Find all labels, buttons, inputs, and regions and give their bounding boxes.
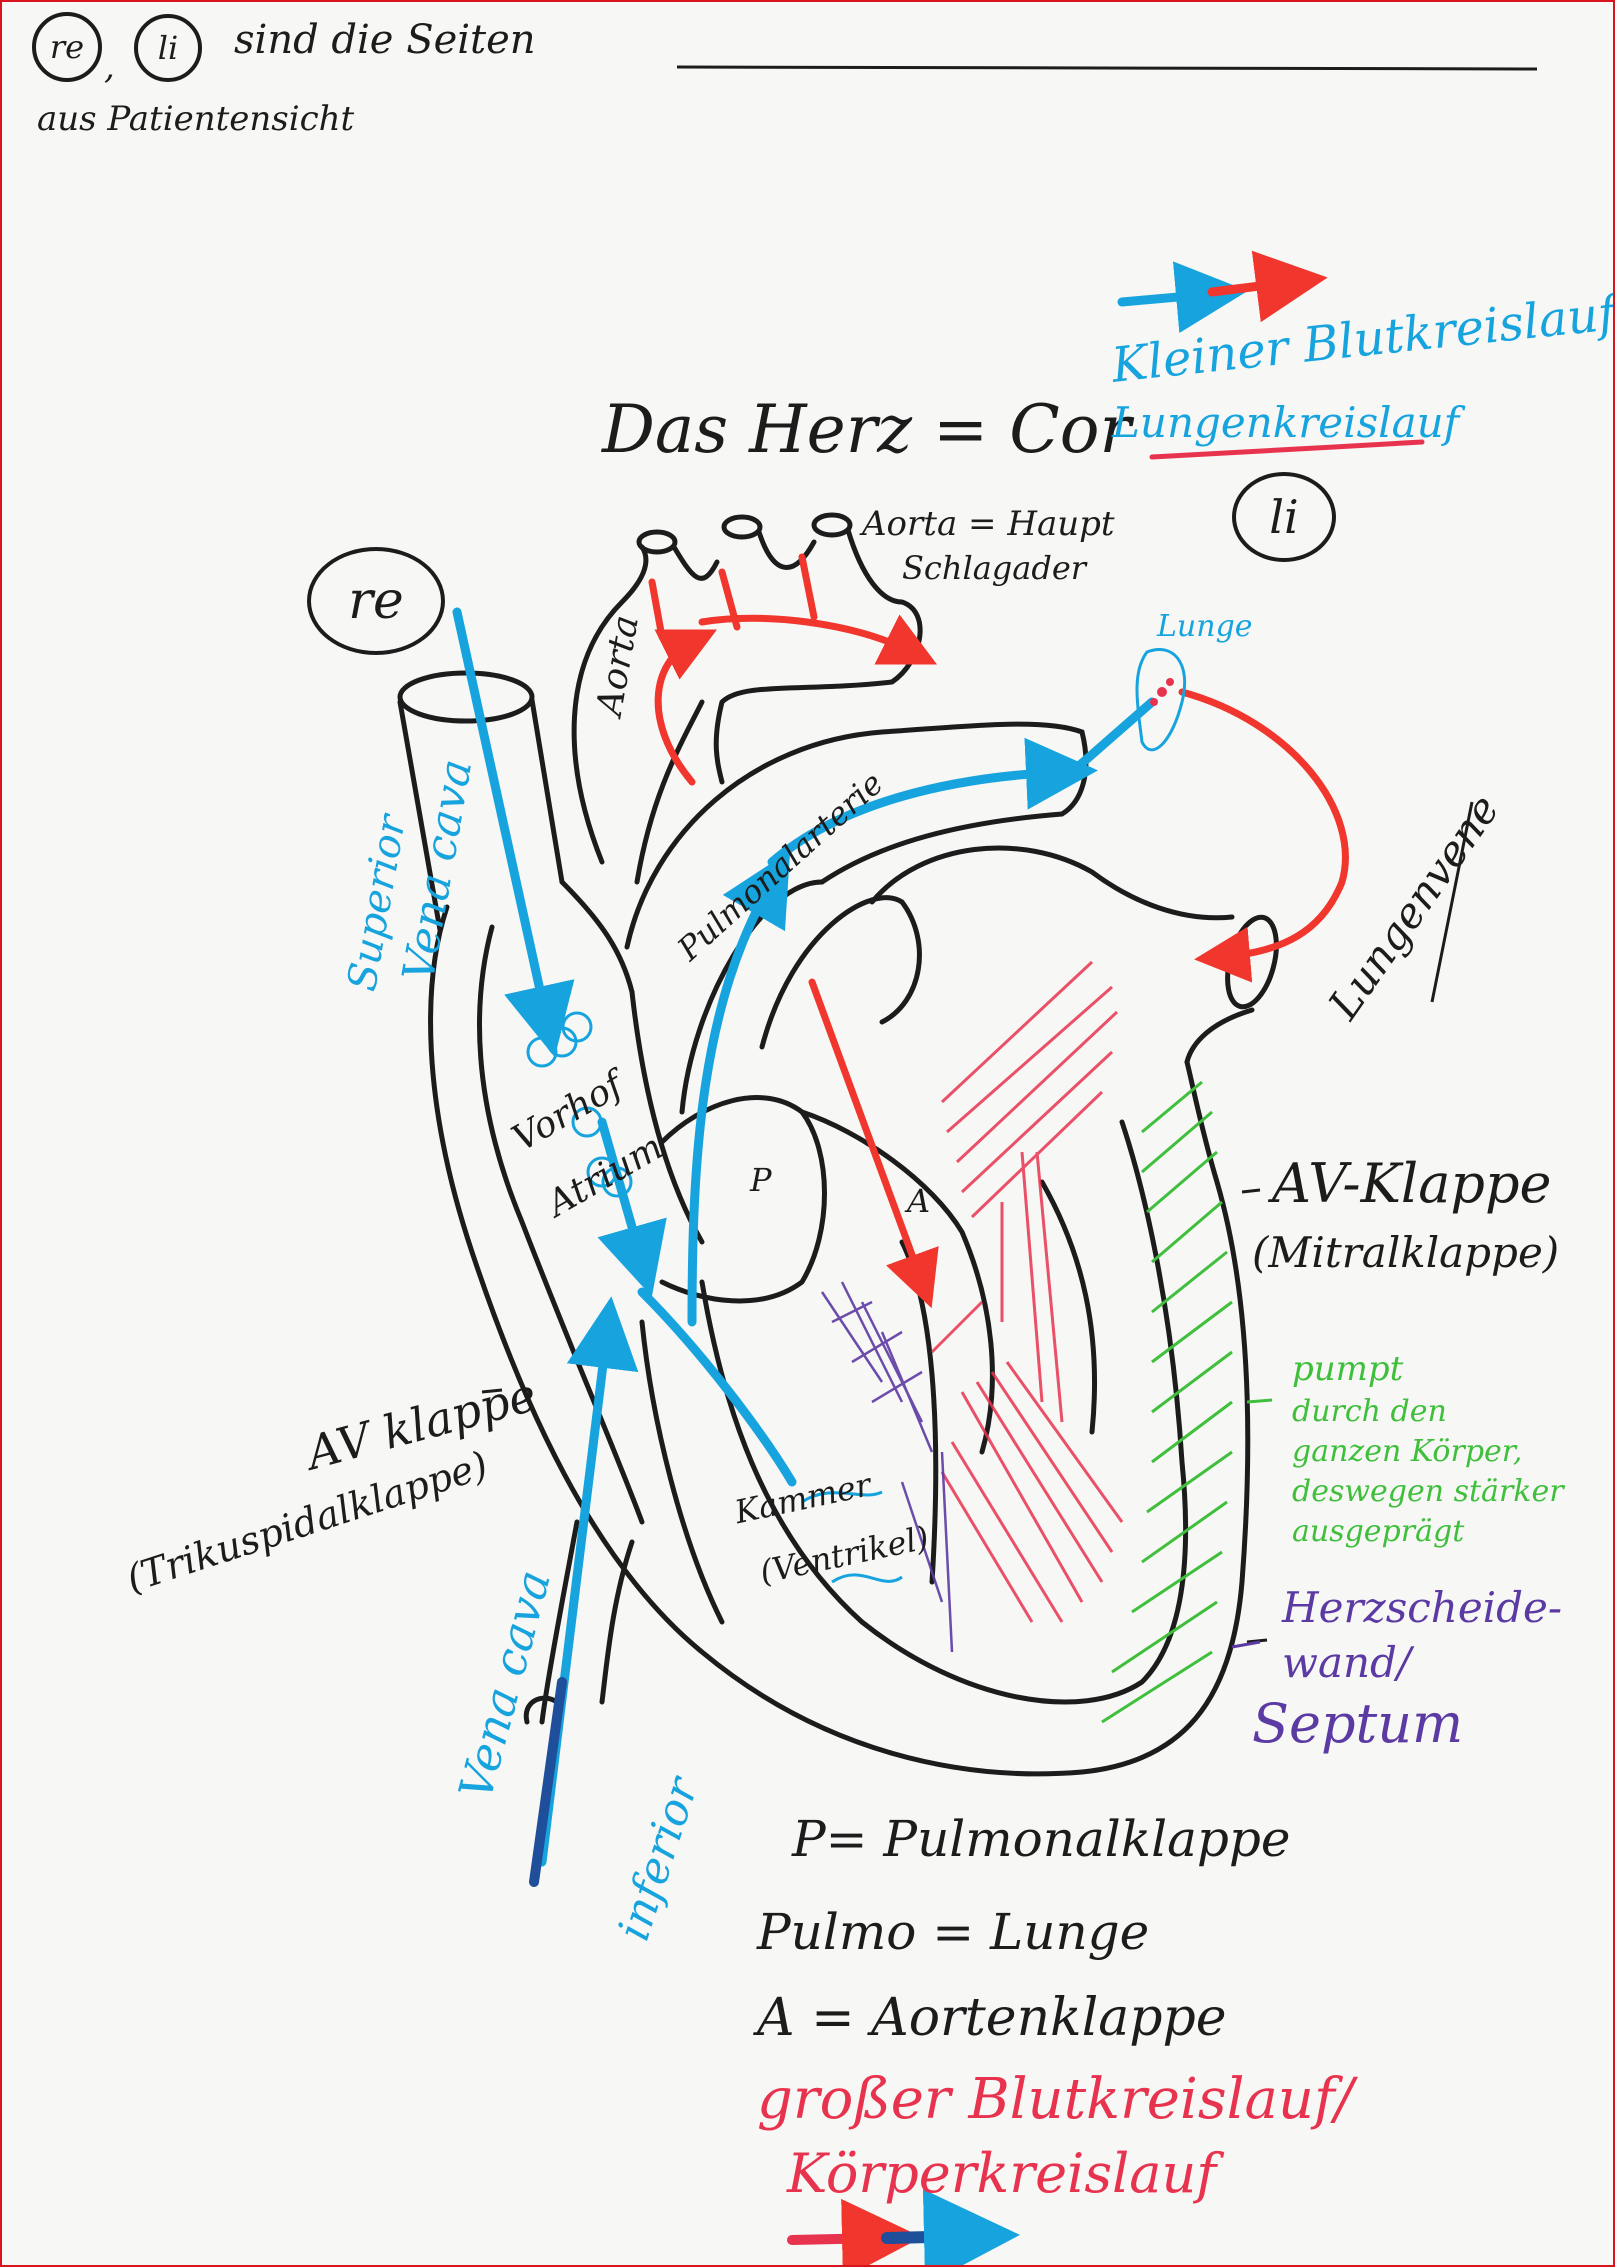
label-pumpt-line1: pumpt (1292, 1352, 1403, 1386)
label-lunge: Lunge (1157, 612, 1253, 642)
label-pumpt-line5: ausgeprägt (1292, 1517, 1464, 1547)
label-aorta-top-line1: Aorta = Haupt (862, 507, 1115, 541)
myocardium-hatching (1102, 1082, 1232, 1722)
label-aorta-top-line2: Schlagader (902, 552, 1086, 584)
page-title: Das Herz = Cor (602, 397, 1131, 463)
legend-pulmo: Pulmo = Lunge (757, 1907, 1149, 1957)
label-valve-p: P (750, 1164, 772, 1196)
header-comma: , (104, 50, 115, 84)
left-ventricle-hatching (932, 962, 1122, 1622)
header-rule (677, 67, 1537, 69)
pumpt-leader (1247, 1400, 1272, 1402)
septum-hatching (822, 1282, 952, 1652)
label-pumpt-line4: deswegen stärker (1292, 1477, 1564, 1507)
herzscheidewand-leader (1232, 1642, 1260, 1647)
big-circuit-arrows (792, 2236, 972, 2240)
label-herzscheidewand-line2: wand/ (1282, 1642, 1411, 1684)
side-label-li: li (1232, 472, 1336, 562)
circle-label-re: re (32, 12, 102, 82)
blue-flow (457, 612, 1152, 1862)
circle-label-li-text: li (158, 29, 178, 67)
side-label-li-text: li (1269, 490, 1298, 544)
small-circuit-line2: Lungenkreislauf (1112, 402, 1459, 444)
circle-label-re-text: re (50, 28, 84, 66)
lung-bubble (1137, 649, 1185, 749)
legend-pulmonalklappe: P= Pulmonalklappe (792, 1814, 1291, 1864)
header-line1: sind die Seiten (234, 20, 536, 60)
label-herzscheidewand-line1: Herzscheide- (1282, 1587, 1562, 1629)
circle-label-li: li (134, 14, 202, 82)
label-septum: Septum (1252, 1697, 1463, 1751)
label-valve-a: A (907, 1185, 930, 1217)
side-label-re-text: re (348, 571, 404, 631)
side-label-re: re (307, 547, 445, 655)
label-pumpt-line2: durch den (1292, 1397, 1447, 1427)
label-av-klappe-right: AV-Klappe (1272, 1157, 1552, 1211)
legend-aortenklappe: A = Aortenklappe (757, 1992, 1227, 2044)
big-circuit-line2: Körperkreislauf (787, 2147, 1216, 2201)
label-pumpt-line3: ganzen Körper, (1292, 1437, 1522, 1467)
big-circuit-line1: großer Blutkreislauf/ (757, 2072, 1354, 2128)
header-line2: aus Patientensicht (37, 102, 354, 136)
label-mitralklappe: (Mitralklappe) (1252, 1232, 1559, 1274)
heart-outline (431, 882, 1248, 1774)
inferior-vena-cava-stroke (534, 1682, 562, 1882)
